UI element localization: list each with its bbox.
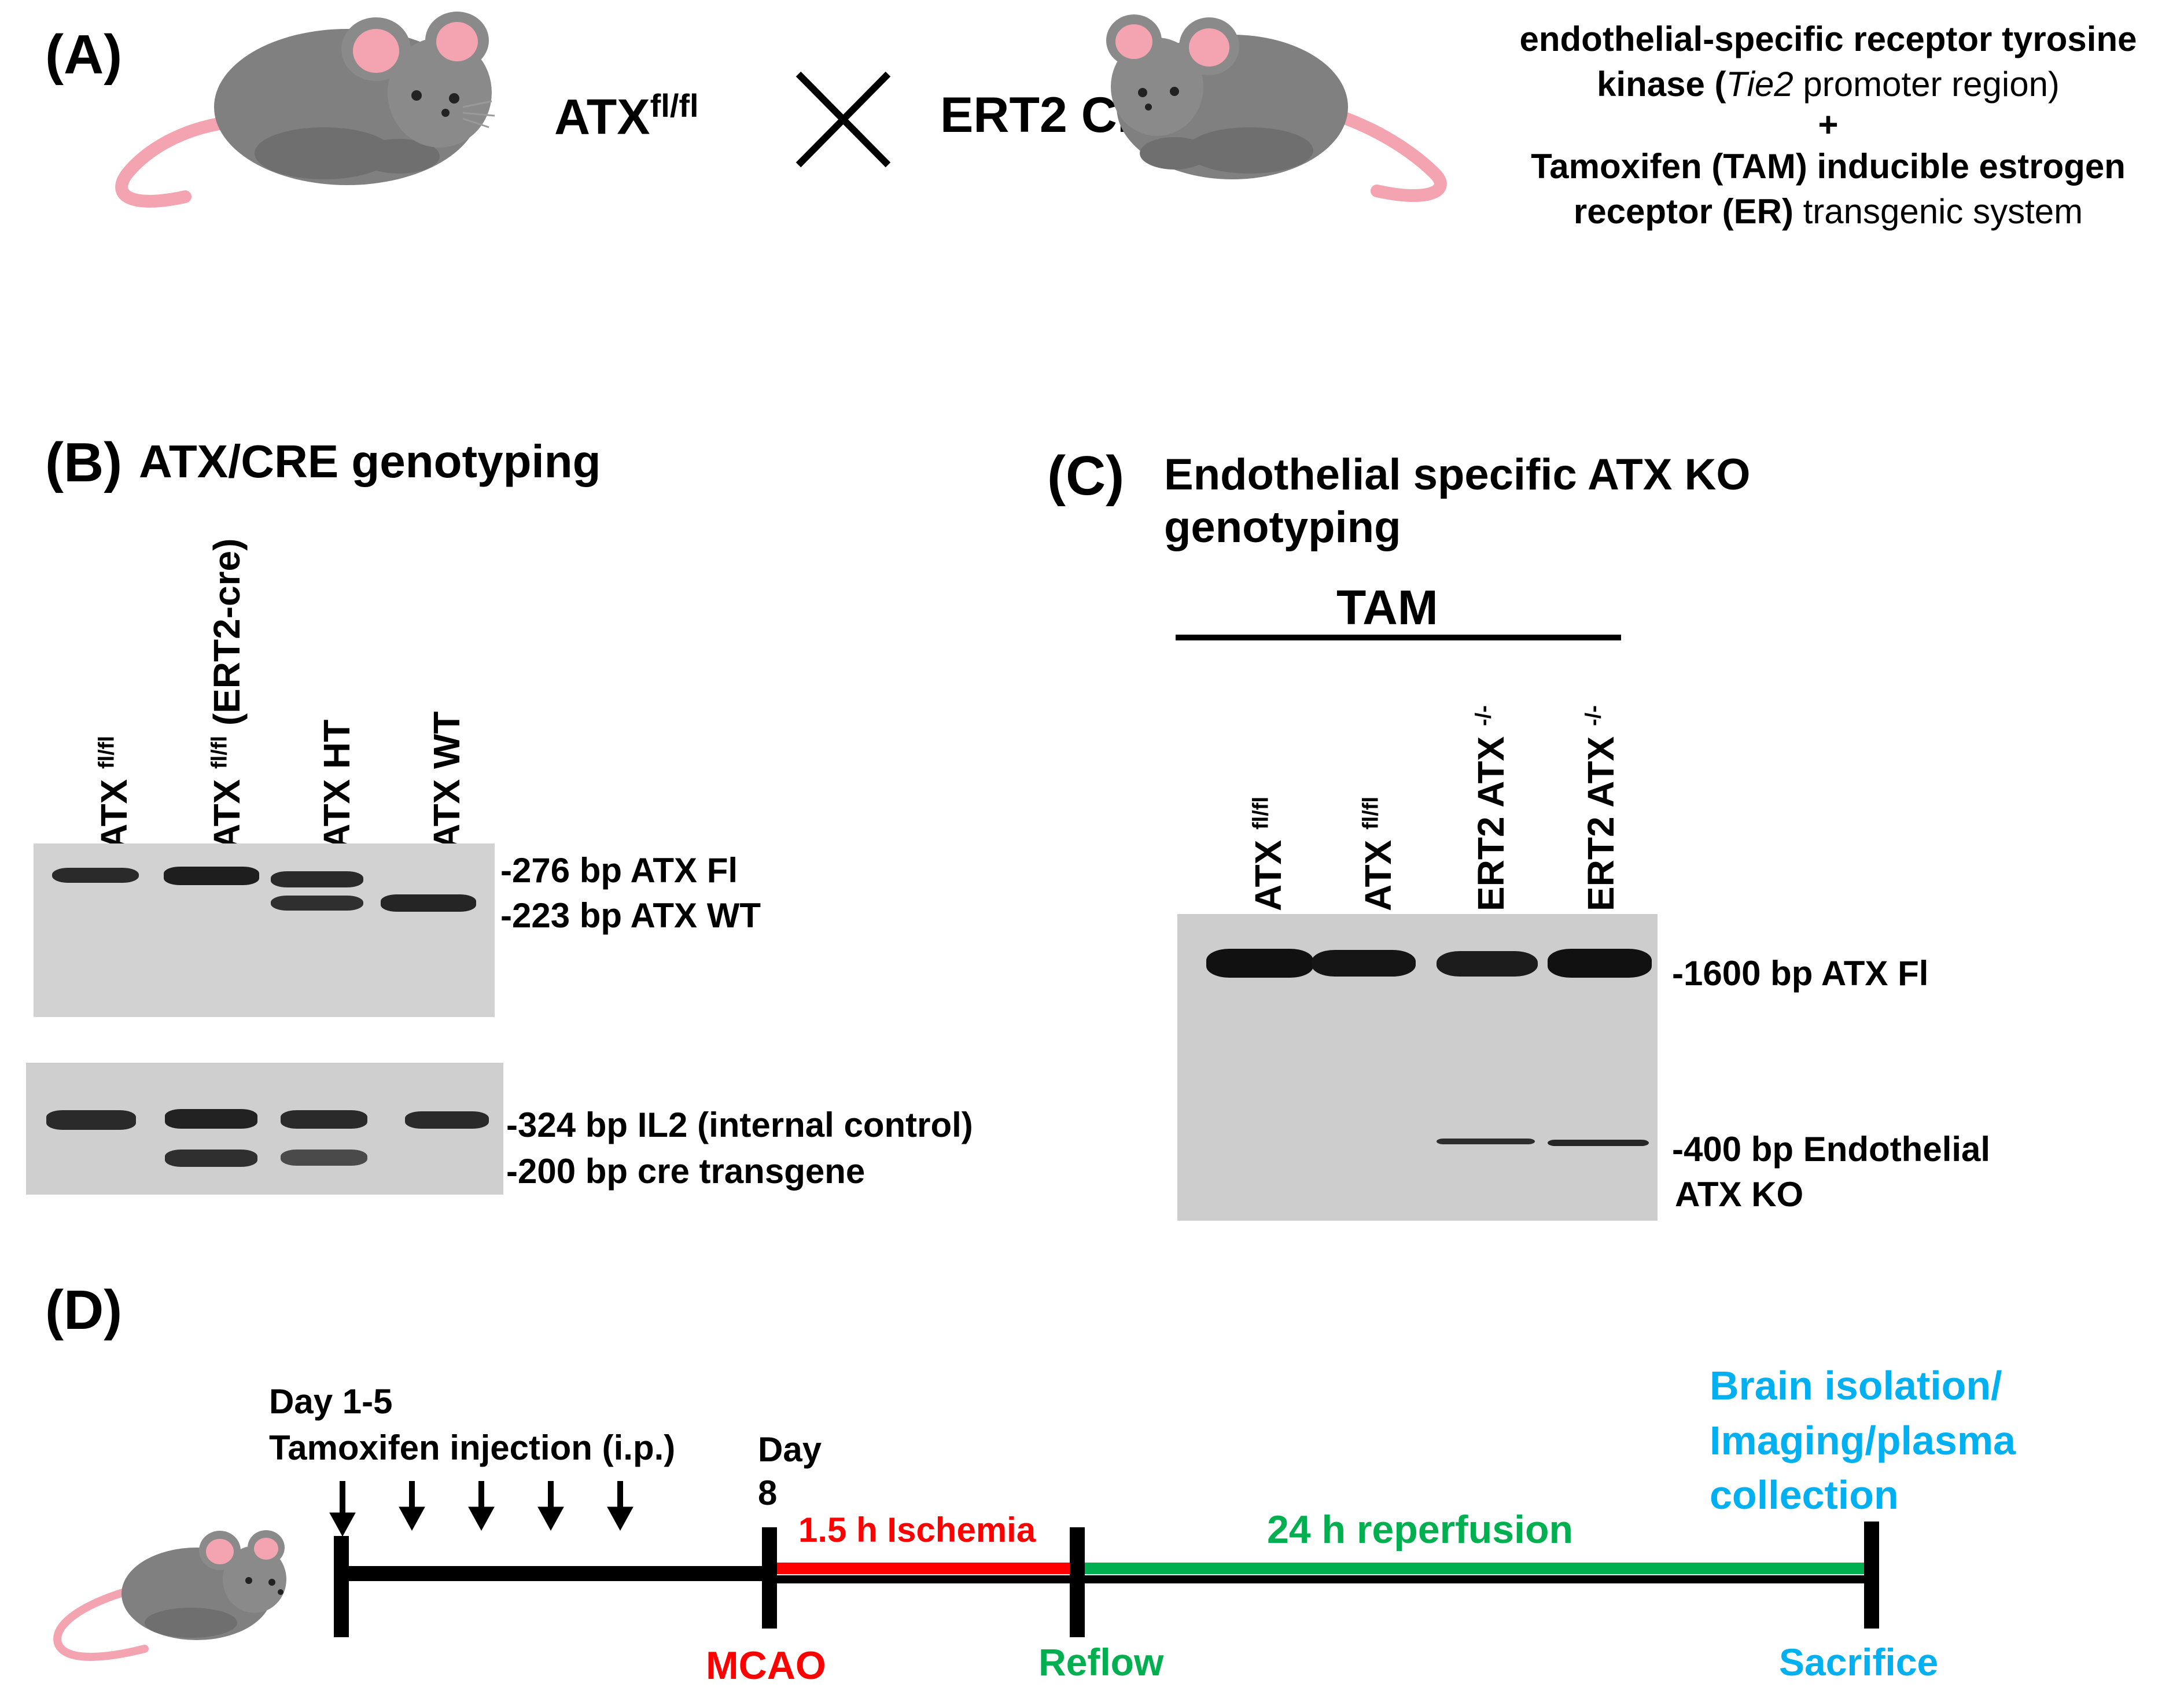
band (1312, 950, 1416, 977)
desc-line3: Tamoxifen (TAM) inducible estrogen (1531, 147, 2126, 186)
gel-c-lane-4-sup: -/- (1581, 705, 1606, 726)
gel-b-band-label-324: -324 bp IL2 (internal control) (506, 1106, 973, 1144)
day-range-label: Day 1-5 (269, 1382, 393, 1421)
desc-line4-bold: receptor (ER) (1573, 192, 1793, 231)
band (1548, 949, 1652, 978)
panel-a-label: (A) (45, 24, 123, 86)
band (1437, 1139, 1535, 1144)
sacrifice-label: Sacrifice (1779, 1641, 1939, 1683)
band (1548, 1140, 1649, 1146)
band (281, 1110, 367, 1129)
endpoint-label: Brain isolation/ Imaging/plasma collecti… (1710, 1358, 2016, 1523)
panel-d-label: (D) (45, 1279, 123, 1341)
gel-b-band-label-200: -200 bp cre transgene (506, 1152, 866, 1191)
band (405, 1111, 489, 1129)
endpoint-line2: Imaging/plasma (1710, 1417, 2016, 1463)
reflow-label: Reflow (1038, 1641, 1164, 1683)
panel-b-title: ATX/CRE genotyping (139, 436, 601, 487)
desc-line2-pre: kinase ( (1597, 65, 1726, 104)
gel-c-lane-2: ATX fl/fl (1357, 797, 1399, 911)
band (165, 1150, 257, 1167)
gel-b-lane-4-text: ATX WT (426, 711, 467, 850)
band (52, 868, 139, 883)
desc-line1: endothelial-specific receptor tyrosine (1519, 20, 2137, 58)
gel-b-lane-1: ATX fl/fl (93, 736, 135, 850)
gel-c-lane-4-text: ERT2 ATX (1580, 725, 1622, 911)
gel-c-lane-4: ERT2 ATX -/- (1579, 705, 1622, 911)
gel-b-lane-2-post: (ERT2-cre) (206, 538, 248, 736)
reperfusion-label: 24 h reperfusion (1267, 1508, 1574, 1552)
band (281, 1150, 367, 1166)
ert2-cre-label: ERT2 Cre (940, 87, 1165, 143)
band (1437, 951, 1538, 977)
gel-c-lane-3-sup: -/- (1471, 705, 1496, 726)
atx-flox-text: ATX (554, 89, 650, 145)
gel-c-lane-1-sup: fl/fl (1248, 796, 1273, 830)
gel-b-lane-2-sup: fl/fl (207, 735, 232, 769)
gel-b-band-label-223: -223 bp ATX WT (500, 896, 761, 935)
tam-bar (1176, 635, 1621, 640)
desc-plus: + (1818, 105, 1839, 144)
gel-b-lane-3-text: ATX HT (316, 719, 358, 850)
gel-b-lane-4: ATX WT (425, 711, 468, 850)
desc-line2-post: promoter region) (1793, 65, 2060, 104)
gel-b-lane-1-text: ATX (93, 768, 135, 850)
gel-b-bottom (26, 1063, 503, 1195)
tie2-description: endothelial-specific receptor tyrosine k… (1493, 22, 2164, 229)
gel-b-lane-3: ATX HT (315, 720, 358, 850)
gel-c-lane-2-text: ATX (1357, 829, 1399, 911)
gel-c-lane-3-text: ERT2 ATX (1470, 725, 1512, 911)
day8-line1: Day (758, 1430, 822, 1469)
desc-line2-italic: Tie2 (1726, 65, 1793, 104)
desc-line4-rest: transgenic system (1793, 192, 2083, 231)
panel-c-title-line1: Endothelial specific ATX KO (1164, 450, 1751, 499)
band (271, 871, 363, 887)
injection-arrow-icons (329, 1481, 634, 1537)
desc-line4: receptor (ER) transgenic system (1493, 194, 2164, 229)
gel-c-band-label-ko: ATX KO (1675, 1175, 1804, 1214)
gel-c (1177, 914, 1658, 1221)
gel-b-lane-2: ATX fl/fl (ERT2-cre) (205, 539, 248, 850)
gel-b-lane-1-sup: fl/fl (94, 735, 119, 769)
mcao-label: MCAO (706, 1644, 826, 1688)
band (271, 896, 363, 911)
gel-c-lane-1: ATX fl/fl (1247, 797, 1290, 911)
panel-c-label: (C) (1047, 445, 1125, 507)
gel-b-lane-2-text: ATX (206, 768, 248, 850)
gel-c-lane-1-text: ATX (1247, 829, 1289, 911)
panel-b-label: (B) (45, 432, 123, 493)
gel-c-band-label-1600: -1600 bp ATX Fl (1672, 954, 1929, 993)
band (165, 1109, 257, 1129)
band (1206, 949, 1313, 978)
panel-c-title: Endothelial specific ATX KO genotyping (1164, 448, 1751, 554)
band (381, 894, 476, 912)
gel-b-band-label-276: -276 bp ATX Fl (500, 851, 738, 890)
band (46, 1110, 136, 1130)
gel-c-lane-3: ERT2 ATX -/- (1469, 705, 1512, 911)
gel-b-top (34, 843, 495, 1017)
tam-label: TAM (1336, 580, 1438, 635)
ischemia-label: 1.5 h Ischemia (798, 1511, 1036, 1549)
endpoint-line1: Brain isolation/ (1710, 1363, 2002, 1408)
gel-c-band-label-400: -400 bp Endothelial (1672, 1130, 1991, 1169)
atx-flox-sup: fl/fl (650, 87, 699, 124)
desc-line2: kinase (Tie2 promoter region) (1493, 67, 2164, 102)
injection-label: Tamoxifen injection (i.p.) (269, 1428, 676, 1467)
band (164, 867, 259, 885)
atx-flox-label: ATXfl/fl (554, 87, 699, 146)
day8-label: Day 8 (758, 1428, 822, 1515)
gel-c-lane-2-sup: fl/fl (1358, 796, 1383, 830)
panel-c-title-line2: genotyping (1164, 503, 1401, 552)
day8-line2: 8 (758, 1473, 778, 1512)
endpoint-line3: collection (1710, 1472, 1899, 1517)
